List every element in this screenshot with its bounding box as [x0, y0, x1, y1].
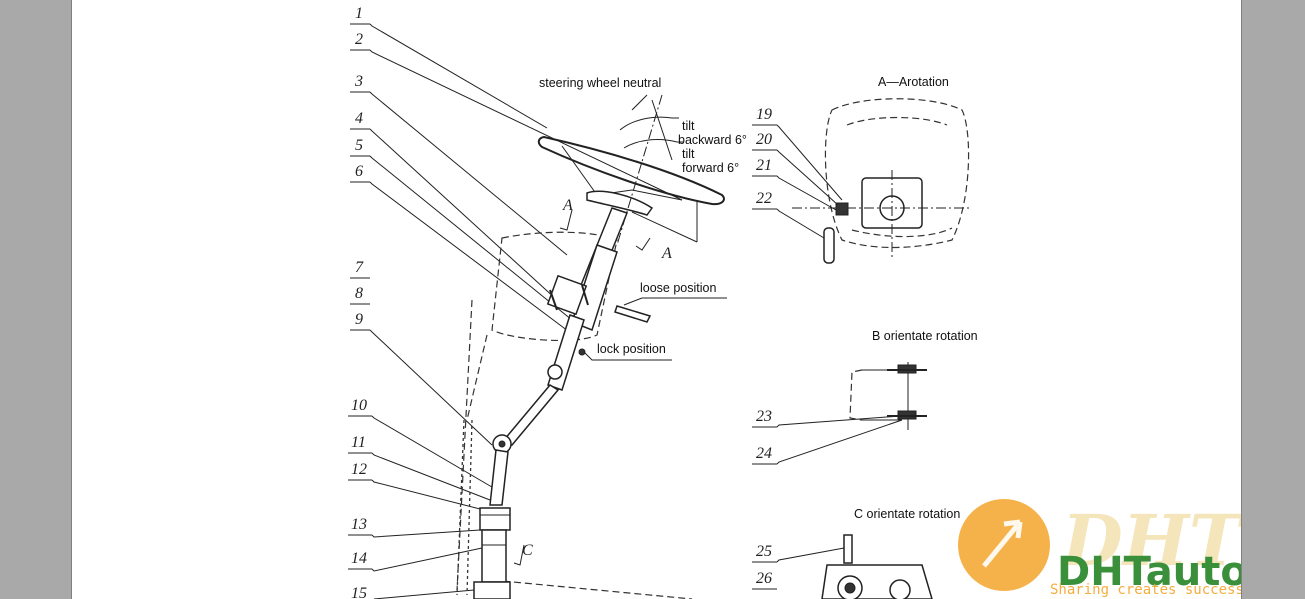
part-number: 8 — [355, 285, 363, 302]
part-number: 10 — [351, 397, 367, 414]
leader-lines — [369, 23, 683, 599]
part-number: 14 — [351, 550, 367, 567]
c-rotation-view: C orientate rotation 25 26 — [752, 507, 960, 599]
part-number: 2 — [355, 31, 363, 48]
document-page: 1 2 3 4 5 6 7 8 9 10 11 — [71, 0, 1242, 599]
part-number: 22 — [756, 190, 772, 207]
a-rotation-title: A—Arotation — [878, 75, 949, 89]
section-mark: C — [522, 542, 533, 559]
tilt-backward-label: backward 6° — [678, 133, 747, 147]
part-number: 12 — [351, 461, 367, 478]
part-number: 5 — [355, 137, 363, 154]
part-number: 19 — [756, 106, 772, 123]
watermark-slogan: Sharing creates success — [1050, 582, 1241, 598]
loose-position-label: loose position — [640, 281, 716, 295]
part-number: 3 — [354, 73, 363, 90]
a-rotation-view: A—Arotation 19 20 21 22 — [752, 75, 972, 264]
section-mark: A — [661, 245, 672, 262]
part-number: 7 — [355, 259, 364, 276]
part-number: 25 — [756, 543, 772, 560]
part-number: 6 — [355, 163, 363, 180]
watermark-brand: DHTauto — [1057, 549, 1241, 595]
steering-assembly — [456, 94, 727, 599]
b-rotation-view: B orientate rotation 23 24 — [752, 329, 978, 465]
part-number: 21 — [756, 157, 772, 174]
part-number-labels: 1 2 3 4 5 6 7 8 9 10 11 — [348, 5, 372, 599]
steering-column-drawing: 1 2 3 4 5 6 7 8 9 10 11 — [348, 5, 1241, 599]
tilt-label: tilt — [682, 119, 695, 133]
dhtauto-watermark: DHT DHTauto Sharing creates success — [958, 499, 1241, 598]
tilt-forward-label: forward 6° — [682, 161, 739, 175]
b-rotation-title: B orientate rotation — [872, 329, 978, 343]
part-number: 15 — [351, 585, 367, 599]
part-number: 13 — [351, 516, 367, 533]
part-number: 4 — [355, 110, 363, 127]
part-number: 9 — [355, 311, 363, 328]
part-number: 11 — [351, 434, 366, 451]
watermark-logo-text: DHT — [1060, 499, 1241, 582]
lock-position-label: lock position — [597, 342, 666, 356]
part-number: 24 — [756, 445, 772, 462]
part-number: 1 — [355, 5, 363, 22]
tilt-label: tilt — [682, 147, 695, 161]
section-mark: A — [562, 197, 573, 214]
part-number: 20 — [756, 131, 772, 148]
part-number: 23 — [756, 408, 772, 425]
part-number: 26 — [756, 570, 772, 587]
c-rotation-title: C orientate rotation — [854, 507, 960, 521]
callouts: steering wheel neutral tilt backward 6° … — [522, 76, 747, 559]
neutral-label: steering wheel neutral — [539, 76, 661, 90]
